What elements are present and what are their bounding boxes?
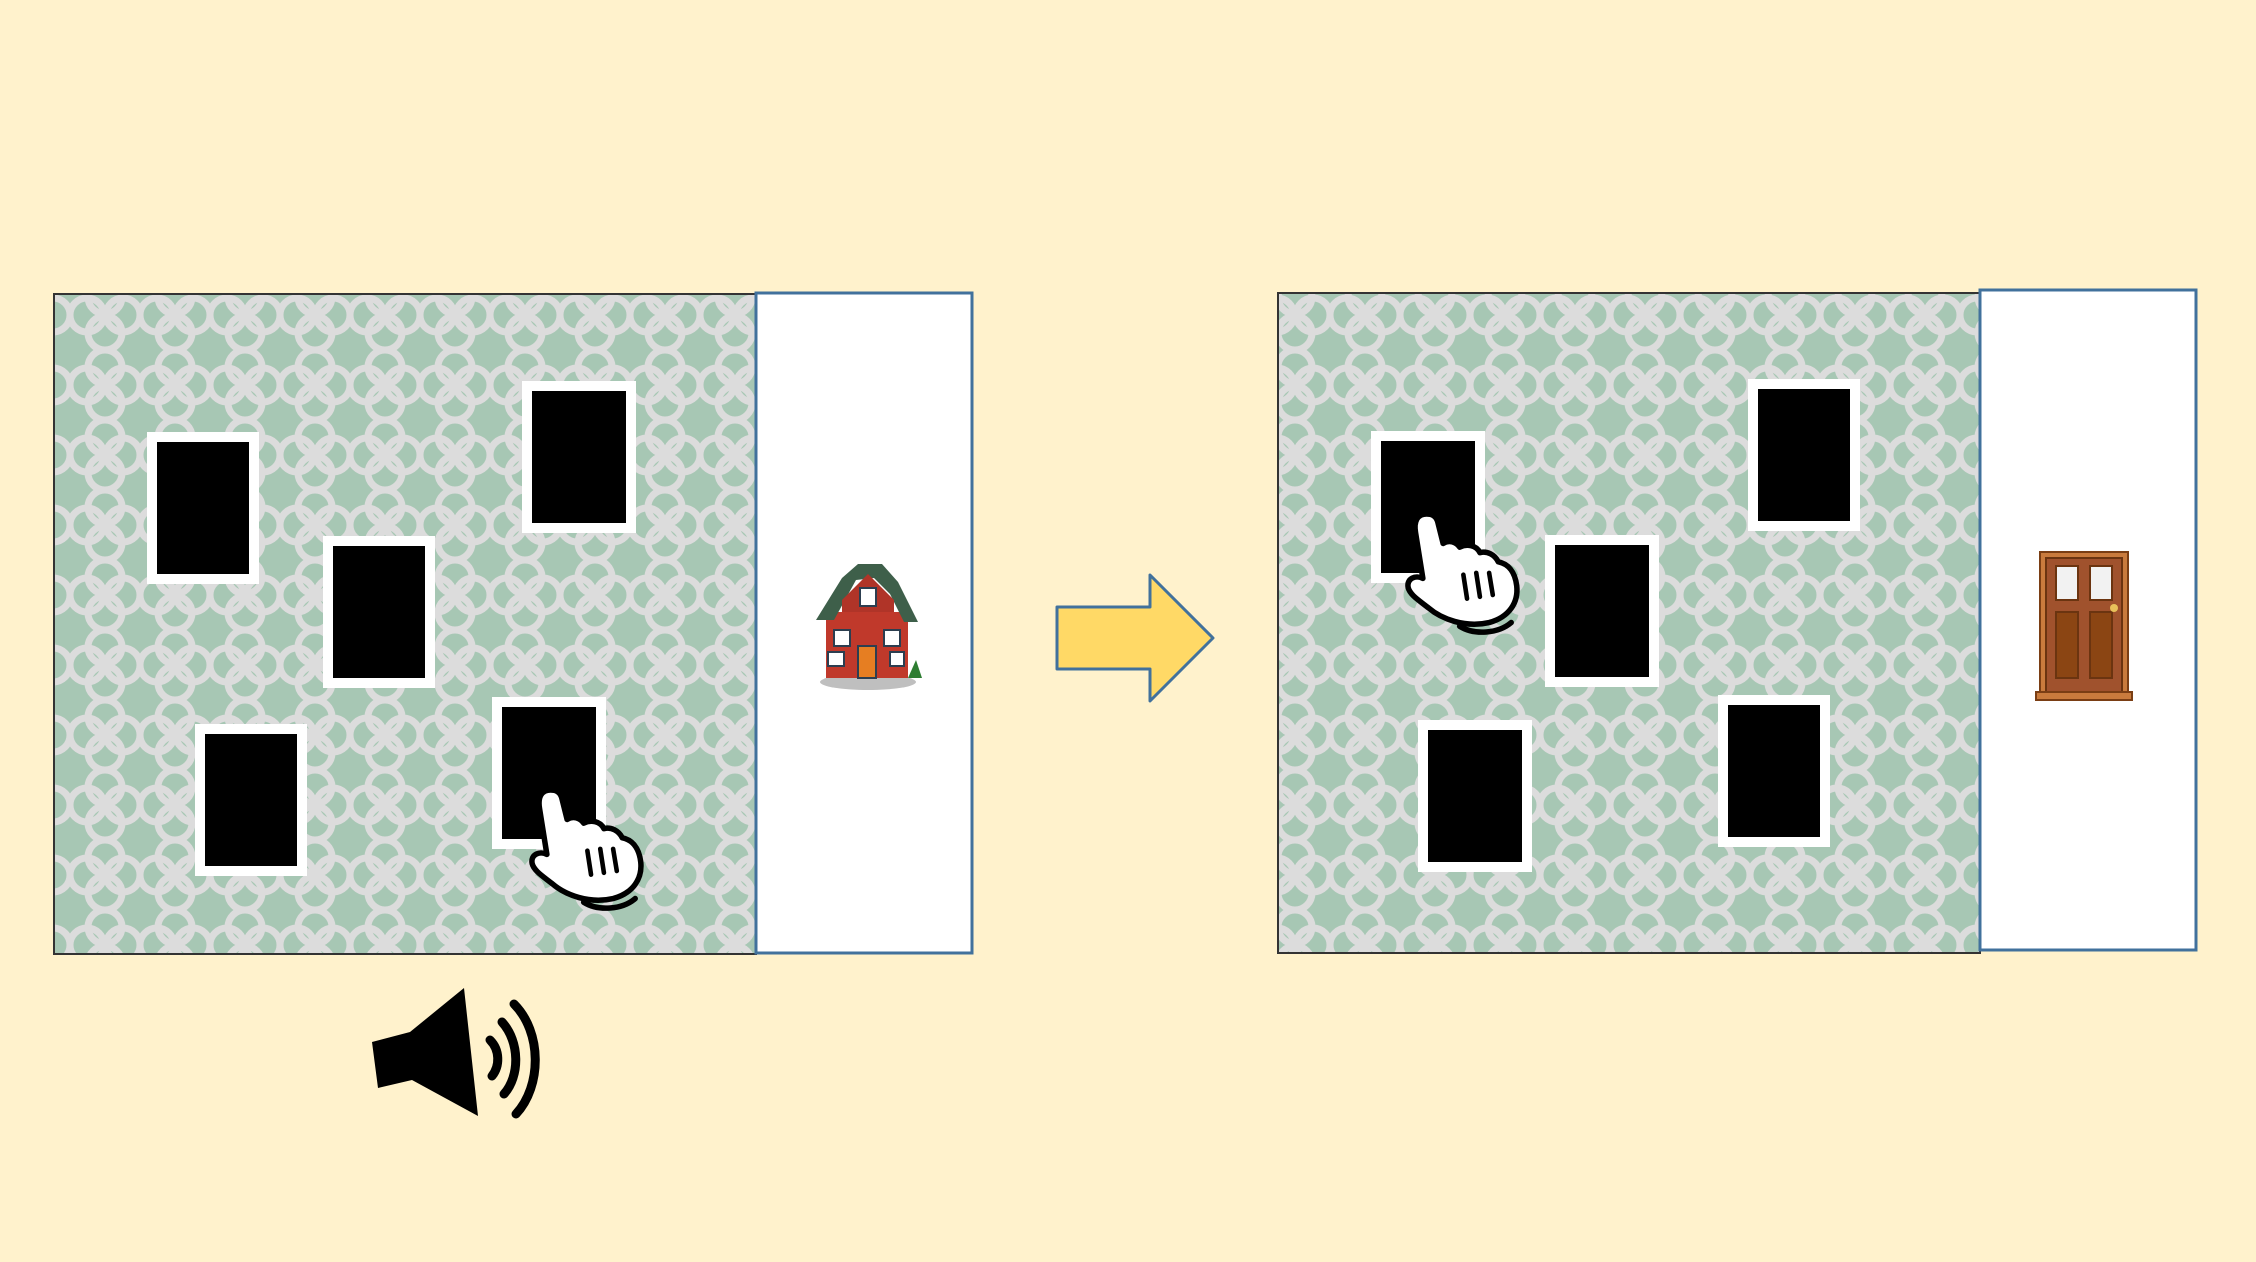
card[interactable] [522, 381, 636, 533]
card[interactable] [1718, 695, 1830, 847]
card[interactable] [1545, 535, 1659, 687]
card[interactable] [323, 536, 435, 688]
door-icon [2035, 551, 2133, 701]
panel-before [53, 291, 974, 955]
card[interactable] [147, 432, 259, 584]
house-icon [816, 564, 922, 690]
right-arrow-icon [1055, 573, 1215, 703]
card[interactable] [1748, 379, 1860, 531]
card[interactable] [1418, 720, 1532, 872]
panel-after [1277, 288, 2198, 954]
card[interactable] [195, 724, 307, 876]
card-grid-after [1371, 379, 1860, 872]
card-grid-before [147, 381, 636, 876]
speaker-sound-icon[interactable] [372, 988, 540, 1119]
